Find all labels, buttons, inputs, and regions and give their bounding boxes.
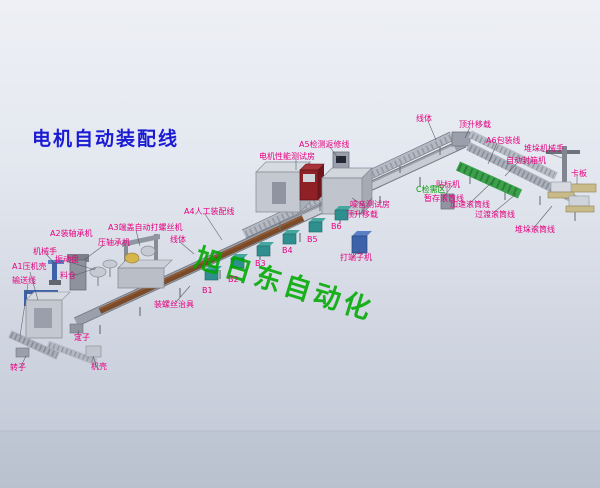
label-noise-test-room: 噪音测试房 xyxy=(350,200,390,209)
label-a6-packing-line: A6包装线 xyxy=(486,136,521,145)
label-conveyor-line: 输送线 xyxy=(12,276,36,285)
label-b3: B3 xyxy=(255,259,266,268)
label-bearing-press: 压轴承机 xyxy=(98,238,130,247)
bearing-press-body xyxy=(69,259,87,291)
left-stations xyxy=(8,234,173,366)
label-lift-transfer-right: 顶升移载 xyxy=(459,120,491,129)
labeling-machine-body xyxy=(440,193,455,210)
label-rotor: 转子 xyxy=(10,363,26,372)
label-auto-carton-sealer: 自动封箱机 xyxy=(506,156,546,165)
label-pallet: 卡板 xyxy=(571,169,587,178)
label-b5: B5 xyxy=(307,235,318,244)
robot-arm-body xyxy=(52,262,57,280)
label-terminal-machine: 打端子机 xyxy=(340,253,372,262)
label-b6: B6 xyxy=(331,222,342,231)
label-a2-bearing-machine: A2装轴承机 xyxy=(50,229,93,238)
label-lift-transfer-left: 顶升移载 xyxy=(346,210,378,219)
line-bins xyxy=(204,206,372,281)
label-b2: B2 xyxy=(228,275,239,284)
label-line-body-mid: 线体 xyxy=(170,235,186,244)
belt-brown xyxy=(98,215,305,314)
label-material-bin: 料仓 xyxy=(60,271,76,280)
label-b1: B1 xyxy=(202,286,213,295)
label-labeling-machine: 贴标机 xyxy=(436,180,460,189)
floor xyxy=(0,430,600,488)
screw-machine-base xyxy=(117,267,165,289)
lift-transfer-unit xyxy=(451,131,471,147)
stacker-column xyxy=(562,146,567,190)
label-robot-arm: 机械手 xyxy=(33,247,57,256)
terminal-machine-body xyxy=(351,231,372,254)
label-transition-roller-line: 过渡滚筒线 xyxy=(475,210,515,219)
rotor-part xyxy=(15,347,30,358)
label-a3-screw-machine: A3端盖自动打螺丝机 xyxy=(108,223,183,232)
test-rooms xyxy=(255,161,373,215)
label-motor-performance-test-room: 电机性能测试房 xyxy=(259,152,315,161)
label-c-inspection-area: C检需区 xyxy=(416,185,446,194)
label-vibration-bowl: 振动盘 xyxy=(55,255,79,264)
label-a1-press-housing: A1压机壳 xyxy=(12,262,47,271)
leader-lines xyxy=(19,120,578,369)
infeed-conveyor xyxy=(8,330,60,360)
label-screw-fixture: 装螺丝治具 xyxy=(154,300,194,309)
screw-feeder-bowl xyxy=(124,252,140,264)
label-housing: 机壳 xyxy=(91,362,107,371)
label-stacking-roller-line: 堆垛滚筒线 xyxy=(515,225,555,234)
label-accelerating-roller-line: 加速滚筒线 xyxy=(450,200,490,209)
label-a4-manual-assembly-line: A4人工装配线 xyxy=(184,207,235,216)
stator-part xyxy=(69,323,84,334)
label-line-body-top: 线体 xyxy=(416,114,432,123)
label-stacking-robot: 堆垛机械手 xyxy=(524,144,564,153)
label-stator: 定子 xyxy=(74,333,90,342)
label-buffer-roller-line: 暂存滚筒线 xyxy=(424,194,464,203)
label-b4: B4 xyxy=(282,246,293,255)
label-a5-test-repair-line: A5检测返修线 xyxy=(299,140,350,149)
packing-area xyxy=(455,130,597,221)
diagram-title: 电机自动装配线 xyxy=(32,128,180,150)
